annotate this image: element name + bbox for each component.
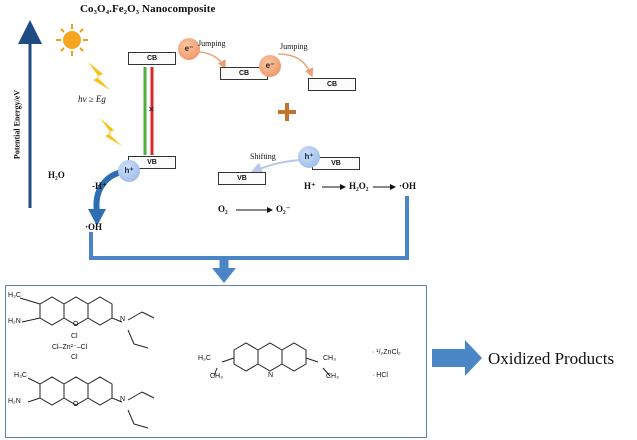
composite-title: Co₃O₄.Fe₂O₃ Nanocomposite	[80, 3, 216, 15]
output-arrow	[432, 340, 482, 376]
o-plus-label-2: O	[73, 401, 79, 408]
acridine-ch3-right-1: CH₃	[323, 355, 336, 362]
cl-top: Cl	[71, 333, 78, 340]
lightning-icon-1	[88, 62, 110, 90]
methyl-label-1: H₃C	[8, 292, 21, 299]
oh-product: ·OH	[399, 181, 417, 191]
vb-band-3: VB	[218, 172, 266, 185]
dye-frame	[5, 285, 427, 438]
zinc-row: Cl–Zn²⁻–Cl	[52, 344, 88, 351]
h-plus: H⁺	[304, 181, 316, 191]
jump-arrow-2	[277, 53, 314, 78]
n-label-2: N	[120, 396, 126, 403]
curved-oxidation-arrow	[93, 169, 123, 213]
acridine-ch3-right-2: CH₃	[326, 373, 339, 380]
hole-orb-1: h⁺	[118, 160, 140, 182]
sun-icon	[56, 24, 88, 56]
oxidized-products-label: Oxidized Products	[488, 349, 615, 368]
nh2-label-2: H₂N	[8, 398, 21, 405]
electron-orb-1: e⁻	[178, 38, 200, 60]
n-label-1: N	[120, 316, 126, 323]
jumping-label-1: Jumping	[198, 39, 226, 48]
electron-orb-2: e⁻	[259, 55, 281, 77]
svg-text:✕: ✕	[148, 105, 155, 114]
water-label: H₂O	[48, 170, 65, 180]
zncl2-label: · ¹/₂ZnCl₂	[372, 349, 401, 356]
cb-band-3: CB	[308, 78, 356, 91]
methyl-label-2: H₃C	[14, 372, 27, 379]
nh2-label-1: H₂N	[8, 318, 21, 325]
shift-arrow	[250, 159, 301, 174]
jump-arrow-1	[196, 51, 226, 70]
minus-h-label: -H⁺	[92, 181, 107, 191]
acridine-h3c: H₃C	[198, 355, 211, 362]
acridine-n: N	[268, 372, 274, 379]
hcl-label: · HCl	[372, 372, 388, 379]
h2o2: H₂O₂	[349, 181, 369, 191]
acridine-ch3-left: CH₃	[210, 373, 223, 380]
jumping-label-2: Jumping	[280, 42, 308, 51]
cl-bottom: Cl	[71, 354, 78, 361]
shifting-label: Shifting	[250, 152, 276, 161]
hole-orb-2: h⁺	[298, 146, 320, 168]
photon-label: hν ≥ Eg	[78, 94, 106, 104]
o-plus-label-1: O	[73, 321, 79, 328]
dye-structures	[19, 296, 331, 429]
vb-band-2: VB	[312, 157, 360, 170]
oh-label: ·OH	[85, 222, 103, 232]
plus-icon	[278, 103, 296, 121]
o2-reactant: O₂	[218, 204, 228, 214]
cb-band-1: CB	[128, 52, 176, 65]
lightning-icon-2	[100, 118, 122, 146]
o2-product: O₂⁻	[276, 204, 291, 214]
y-axis-label: Potential Energy/eV	[12, 89, 22, 160]
down-arrow	[212, 268, 236, 283]
